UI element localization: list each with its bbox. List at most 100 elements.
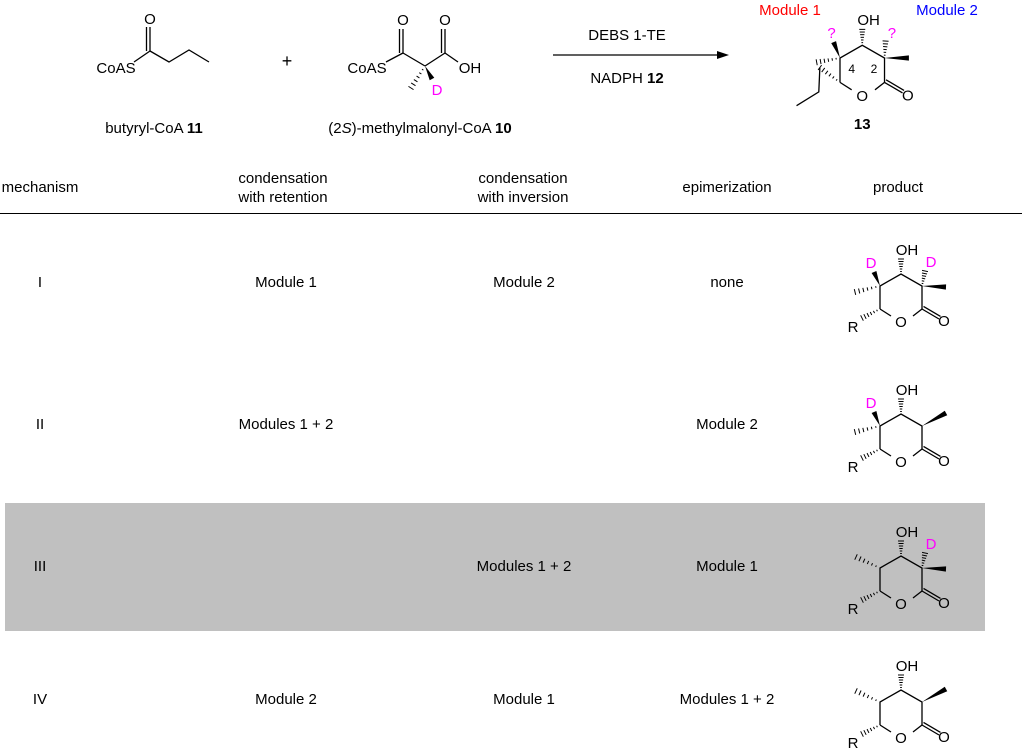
header-epimerization: epimerization (682, 179, 772, 196)
hashed-bond (898, 674, 904, 688)
bond (839, 81, 853, 91)
deuterium-label: D (432, 82, 443, 99)
ring-oxygen-label: O (895, 730, 907, 747)
r-group-label: R (848, 459, 859, 476)
hydroxyl-label: OH (896, 658, 919, 675)
module2-label: Module 2 (916, 2, 978, 19)
bond (921, 308, 940, 320)
hashed-bond (860, 591, 878, 603)
header-line: condensation (478, 170, 568, 187)
hash-mark (869, 451, 873, 456)
hash-mark (832, 76, 835, 79)
hash-mark (921, 554, 928, 557)
hashed-bond (408, 68, 424, 91)
hash-mark (862, 692, 866, 697)
wedge-bond (922, 566, 947, 572)
hash-mark (872, 310, 876, 314)
r-group-label: R (848, 319, 859, 336)
hashed-bond (898, 540, 904, 554)
hash-mark (862, 287, 865, 293)
unknown-stereo-label: ? (827, 25, 835, 42)
hash-mark (860, 731, 864, 737)
retention-cell: Module 2 (255, 691, 317, 708)
hash-mark (416, 75, 420, 79)
hash-mark (921, 272, 928, 275)
hash-mark (921, 551, 929, 555)
ring-oxygen-label: O (895, 454, 907, 471)
deuterium-label: D (926, 536, 937, 553)
hash-mark (860, 597, 864, 603)
hash-mark (824, 70, 829, 75)
hashed-bond (853, 286, 877, 296)
hashed-bond (921, 551, 929, 567)
hash-mark (858, 690, 862, 696)
bond (444, 52, 459, 63)
hash-mark (421, 68, 424, 71)
inversion-cell: Module 2 (493, 274, 555, 291)
ring-bonds (879, 273, 923, 309)
hashed-bond (898, 258, 904, 272)
hash-mark (866, 594, 870, 600)
wedge-bond (871, 270, 880, 286)
hash-mark (869, 727, 873, 732)
hashed-bond (853, 426, 877, 436)
header-line: with retention (238, 189, 328, 206)
hash-mark (921, 269, 929, 273)
hash-mark (853, 428, 857, 436)
wedge-bond (425, 66, 435, 81)
bond (874, 81, 885, 91)
r-group-label: R (848, 601, 859, 618)
header-line: with inversion (477, 189, 569, 206)
retention-cell: Modules 1 + 2 (238, 416, 334, 433)
deuterium-label: D (926, 254, 937, 271)
bond (879, 724, 892, 733)
bond (912, 590, 923, 599)
hash-mark (835, 78, 838, 81)
hash-mark (876, 725, 878, 728)
bond (921, 724, 940, 736)
reaction-arrow (553, 51, 729, 59)
hashed-bond (898, 398, 904, 412)
compound-number: 13 (854, 116, 871, 133)
hash-mark (921, 557, 927, 559)
hash-mark (858, 288, 861, 294)
hash-mark (876, 591, 878, 594)
mechanism-cell: III (33, 558, 47, 575)
hash-mark (871, 562, 873, 566)
hash-mark (858, 556, 862, 562)
cofactor-text: NADPH (590, 70, 647, 87)
hash-mark (410, 82, 416, 87)
carbonyl-oxygen-label: O (902, 87, 914, 104)
hash-mark (875, 565, 877, 568)
compound-number: 10 (495, 120, 512, 137)
hash-mark (854, 688, 858, 694)
oxygen-label: O (439, 12, 451, 29)
ring-oxygen-label: O (856, 88, 868, 105)
bond (879, 448, 892, 457)
hash-mark (921, 559, 926, 562)
hash-mark (870, 286, 873, 290)
header-inversion: condensation with inversion (478, 169, 569, 207)
hash-mark (858, 428, 861, 434)
coas-label: CoAS (96, 60, 135, 77)
carbonyl-oxygen-label: O (938, 595, 950, 612)
epimerization-cell: Module 2 (696, 416, 758, 433)
wedge-bond (922, 410, 948, 426)
cofactor-label: NADPH 12 (590, 69, 663, 88)
hash-mark (921, 277, 926, 280)
bond (884, 81, 903, 94)
bond (133, 50, 151, 63)
bond (923, 721, 941, 733)
unknown-stereo-label: ? (888, 25, 896, 42)
hash-mark (828, 73, 832, 77)
hashed-bond (860, 449, 878, 461)
hashed-bond (815, 57, 837, 66)
hash-mark (413, 79, 418, 83)
plus-sign: + (281, 51, 293, 71)
hash-mark (921, 275, 927, 277)
bond (912, 308, 923, 317)
hash-mark (854, 554, 858, 560)
